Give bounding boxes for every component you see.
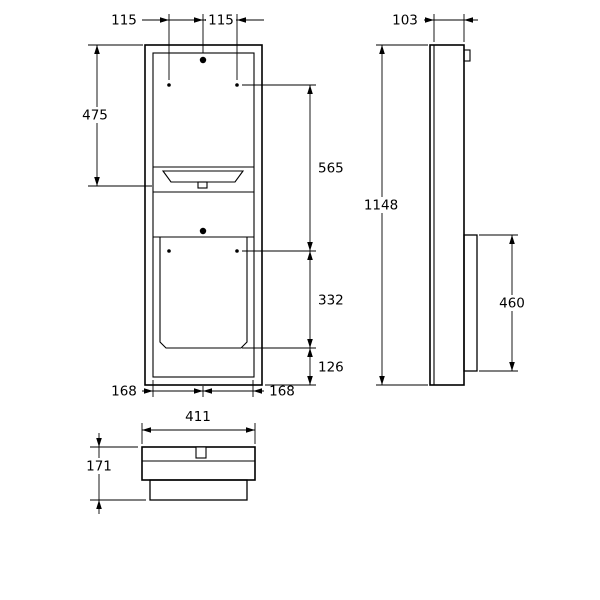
dim-label-front-top-left: 115 [111,13,137,29]
dim-plan-depth: 171 [84,433,146,514]
dim-label-side-total-height: 1148 [364,198,398,214]
dim-side-depth: 103 [392,13,478,42]
dim-label-side-recess-height: 460 [499,296,525,312]
side-body [429,44,465,386]
bottom-view: 411 171 [84,409,256,514]
dim-side-recess: 460 [479,234,528,372]
dim-label-front-lower-height: 332 [318,293,344,309]
dim-label-front-bottom-right: 168 [269,384,295,400]
dim-label-front-mid-height: 565 [318,161,344,177]
dim-front-left: 475 [80,44,152,187]
dim-label-front-bottom-left: 168 [111,384,137,400]
dim-label-front-bottom-height: 126 [318,360,344,376]
upper-left-hole [167,83,171,87]
dim-front-bottom: 168 168 [111,380,295,400]
waste-door [159,237,248,349]
towel-outlet-slot [161,170,245,183]
dim-label-front-upper-height: 475 [82,108,108,124]
front-outer-frame [144,44,263,386]
dim-label-front-top-right: 115 [208,13,234,29]
mid-right-hole [235,249,239,253]
slot-center-notch [197,181,208,189]
dim-plan-width: 411 [141,409,256,444]
side-recessed-box [463,234,478,372]
plan-recess-part [149,479,248,501]
front-inner-panel [152,52,255,378]
lower-mounting-hole [199,227,207,235]
dim-side-height: 1148 [360,44,428,386]
dim-front-right: 565 332 126 [242,84,344,386]
plan-center-notch [195,446,207,459]
dim-label-side-depth: 103 [392,13,418,29]
upper-right-hole [235,83,239,87]
top-mounting-hole [199,56,207,64]
dim-front-top: 115 115 [111,12,264,80]
side-view: 103 1148 460 [360,13,528,386]
mid-left-hole [167,249,171,253]
dim-label-plan-width: 411 [185,409,211,425]
dim-label-plan-depth: 171 [86,459,112,475]
front-view: 115 115 475 565 33 [80,12,344,400]
side-top-bracket [463,49,471,62]
